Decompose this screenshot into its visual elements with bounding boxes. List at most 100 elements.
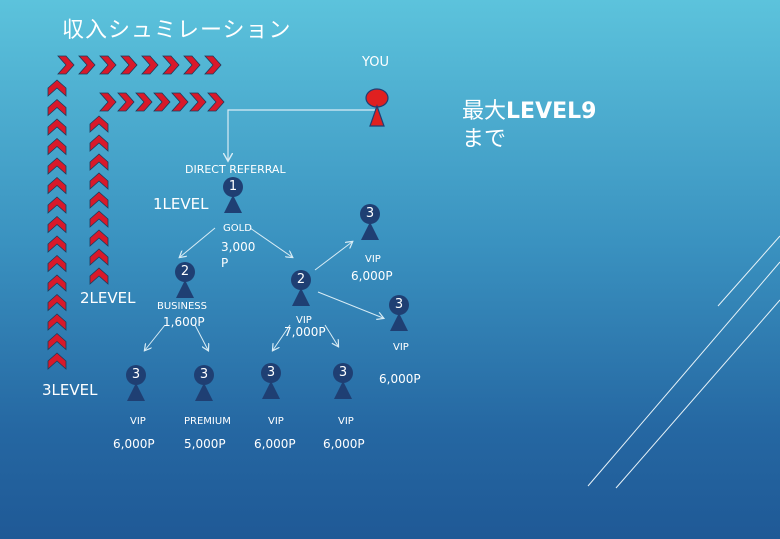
bottom-1-rank: VIP [130,416,146,427]
chevron-icon [207,92,225,112]
node-number: 2 [296,272,306,287]
chevron-icon [47,332,67,351]
chevron-icon [171,92,189,112]
decor-line-3 [717,235,780,307]
chevron-icon [57,55,75,75]
you-person-icon [365,88,389,127]
business-amount: 1,600P [163,315,205,329]
person-node-icon [194,365,214,401]
connector-business-right [194,324,208,350]
direct-referral-label: DIRECT REFERRAL [185,163,286,176]
chevron-icon [47,98,67,117]
chevron-icon [47,157,67,175]
connector-1-to-business [180,227,216,257]
max-level-prefix: 最大 [462,99,507,124]
chevron-icon [162,55,180,75]
person-node-icon [126,365,146,401]
chevron-column-level2 [89,115,109,285]
max-level-suffix: まで [462,127,507,152]
chevron-icon [89,191,109,209]
chevron-icon [89,134,109,152]
chevron-icon [189,92,207,112]
connector-vip-to-right [317,291,383,318]
node-level1: 1 [220,177,246,221]
node-vip-top: 3 [357,204,383,248]
chevron-icon [47,79,67,97]
chevron-icon [47,352,67,370]
chevron-icon [47,196,67,214]
chevron-column-level3 [47,79,67,370]
vip-mid-label: VIP [296,315,312,326]
chevron-icon [47,254,67,273]
chevron-icon [47,235,67,253]
vip-right-label: VIP [393,342,409,353]
level3-label: 3LEVEL [42,381,98,399]
node-vip-right: 3 [386,295,412,339]
max-level-note: 最大LEVEL9 まで [462,98,596,154]
you-label: YOU [362,55,389,70]
vip-mid-amount: 7,000P [284,325,326,339]
chevron-icon [47,293,67,312]
node-number: 3 [131,367,141,382]
node-vip-mid: 2 [288,270,314,314]
chevron-icon [47,215,67,234]
chevron-icon [99,92,117,112]
chevron-icon [89,115,109,133]
node-bottom-4: 3 [330,363,356,407]
chevron-icon [153,92,171,112]
bottom-3-rank: VIP [268,416,284,427]
chevron-icon [89,248,109,266]
chevron-icon [89,172,109,190]
node-number: 3 [199,367,209,382]
connector-1-to-vip-mid [249,227,292,257]
decor-line-1 [587,261,780,487]
chevron-icon [89,210,109,228]
person-node-icon [333,363,353,399]
chevron-icon [47,137,67,156]
bottom-2-rank: PREMIUM [184,416,231,427]
chevron-icon [47,176,67,195]
node-bottom-2: 3 [191,365,217,409]
node-number: 1 [228,179,238,194]
node-number: 3 [394,297,404,312]
chevron-row-level3-top [57,55,222,75]
chevron-icon [47,118,67,136]
gold-label: GOLD [223,223,252,234]
bottom-4-amount: 6,000P [323,437,365,451]
person-node-icon [389,295,409,331]
chevron-icon [120,55,138,75]
gold-amount-unit: P [221,256,229,270]
chevron-row-level2-top [99,92,225,112]
node-number: 3 [365,206,375,221]
node-number: 2 [180,264,190,279]
node-number: 3 [266,365,276,380]
vip-right-amount: 6,000P [379,372,421,386]
connector-vip-to-top [314,242,352,271]
node-business: 2 [172,262,198,306]
person-node-icon [223,177,243,213]
chevron-icon [141,55,159,75]
connector-business-left [145,324,166,350]
connector-you-to-level1 [228,109,375,160]
connector-vip-bottom-left [273,324,291,350]
chevron-icon [183,55,201,75]
chevron-icon [117,92,135,112]
node-bottom-3: 3 [258,363,284,407]
business-label: BUSINESS [157,301,207,312]
chevron-icon [89,153,109,171]
bottom-1-amount: 6,000P [113,437,155,451]
chevron-icon [89,267,109,285]
slide-title: 収入シュミレーション [62,18,292,43]
vip-top-label: VIP [365,254,381,265]
node-number: 3 [338,365,348,380]
connector-vip-bottom-right [324,324,338,346]
chevron-icon [99,55,117,75]
gold-amount: 3,000 [221,240,256,254]
person-node-icon [261,363,281,399]
chevron-icon [47,313,67,331]
node-bottom-1: 3 [123,365,149,409]
bottom-4-rank: VIP [338,416,354,427]
level2-label: 2LEVEL [80,289,136,307]
